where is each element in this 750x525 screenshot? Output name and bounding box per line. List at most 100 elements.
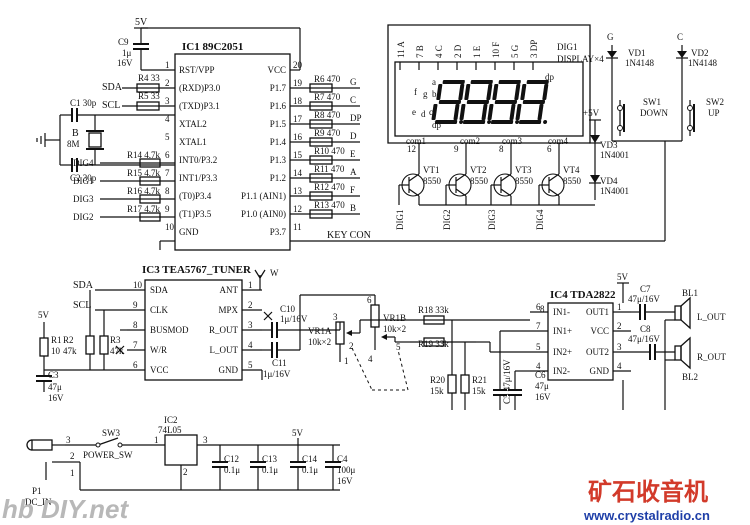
- svg-text:d: d: [421, 109, 426, 119]
- svg-text:47μ/16V: 47μ/16V: [628, 334, 660, 344]
- svg-text:R4 33: R4 33: [138, 73, 160, 83]
- ic1-gnd: [159, 240, 175, 250]
- ic1-pin-number-left: 1: [165, 60, 170, 70]
- svg-text:SDA: SDA: [73, 280, 94, 291]
- ic1-left-pins: RST/VPP1(RXD)P3.02(TXD)P3.13XTAL24XTAL15…: [165, 60, 221, 237]
- svg-text:dp: dp: [545, 72, 555, 82]
- transistor-collector: [455, 188, 467, 197]
- digit-select-resistors: DIG4 DIG1 DIG3 DIG2 R14 4.7k R15 4.7k R1…: [73, 150, 175, 222]
- ic1-pin-number-right: 18: [293, 96, 303, 106]
- svg-text:R20: R20: [430, 375, 446, 385]
- svg-text:DOWN: DOWN: [640, 108, 668, 118]
- svg-text:1N4148: 1N4148: [688, 58, 717, 68]
- segment-g: [466, 100, 490, 104]
- ic1-pin-label-right: P1.1 (AIN1): [241, 191, 286, 201]
- svg-text:5V: 5V: [292, 428, 304, 438]
- ic3-sda-scl: SDA SCL: [73, 280, 127, 311]
- svg-text:SW3: SW3: [102, 428, 121, 438]
- svg-text:L_OUT: L_OUT: [697, 312, 726, 322]
- ic4-pin-number-left: 4: [536, 361, 541, 371]
- display-pin-label: 1 E: [472, 45, 482, 58]
- display-pin-label: 4 C: [434, 45, 444, 58]
- svg-text:R1: R1: [51, 335, 62, 345]
- ic1-pin-label-right: P1.5: [270, 119, 287, 129]
- ic3-pin-number-left: 10: [133, 280, 143, 290]
- svg-text:47μ: 47μ: [535, 381, 549, 391]
- display-pin-label: 7 B: [415, 45, 425, 58]
- segment-resistor: [309, 209, 333, 219]
- segment-b: [486, 84, 493, 100]
- display-pin-label: 11 A: [396, 41, 406, 58]
- svg-text:R18 33k: R18 33k: [418, 305, 449, 315]
- svg-text:VD4: VD4: [600, 176, 618, 186]
- svg-text:SCL: SCL: [73, 300, 91, 311]
- ic1-pin-label-right: P1.6: [270, 101, 287, 111]
- ic1-pin-label-right: P1.0 (AIN0): [241, 209, 286, 219]
- ic1-pin-number-left: 6: [165, 150, 170, 160]
- segment-resistor-label: R13 470: [314, 200, 345, 210]
- capacitor-c9: C9 1μ 16V: [117, 37, 175, 71]
- svg-text:16V: 16V: [117, 58, 133, 68]
- svg-text:1: 1: [154, 435, 159, 445]
- svg-text:47k: 47k: [110, 346, 124, 356]
- svg-text:10: 10: [51, 346, 61, 356]
- cap-voltage: 16V: [337, 476, 353, 486]
- digit-drive-label: DIG1: [395, 210, 405, 231]
- svg-text:C11: C11: [272, 358, 287, 368]
- ic1-pin-number-left: 3: [165, 96, 170, 106]
- seven-segment-digits: [431, 80, 549, 124]
- svg-text:VR1B: VR1B: [383, 313, 406, 323]
- svg-text:R19 33k: R19 33k: [418, 339, 449, 349]
- digit-drive-label: DIG3: [487, 209, 497, 230]
- cap-name: C12: [224, 454, 239, 464]
- transistor-emitter: [455, 173, 467, 182]
- segment-letter-labels: a f g b e d c dp dp: [412, 72, 555, 130]
- segment-resistor-label: R11 470: [314, 164, 345, 174]
- svg-text:B: B: [72, 128, 79, 139]
- svg-text:IC2: IC2: [164, 415, 178, 425]
- ic3-supply-network: 5V R1 10 C3 47μ 16V R2 47k R3 47k: [36, 290, 127, 403]
- ic1-pin-label-right: P1.7: [270, 83, 287, 93]
- display-pin-label: 2 D: [453, 44, 463, 58]
- svg-text:c: c: [429, 107, 433, 117]
- ic1-pin-number-right: 17: [293, 114, 303, 124]
- svg-text:2: 2: [349, 341, 354, 351]
- ic4-pin-number-left: 6: [536, 302, 541, 312]
- ic4-pin-label-right: GND: [590, 366, 610, 376]
- transistor-label: VT3: [515, 165, 532, 175]
- svg-text:C2 30p: C2 30p: [70, 173, 97, 183]
- switch-sw2-up: SW2 UP: [681, 96, 724, 141]
- svg-text:IC3 TEA5767_TUNER: IC3 TEA5767_TUNER: [142, 264, 252, 276]
- display-pin-label: 5 G: [510, 44, 520, 58]
- svg-text:g: g: [423, 89, 428, 99]
- ic1-pin-number-left: 9: [165, 204, 170, 214]
- segment-f: [464, 84, 471, 100]
- ic1-pin-number-right: 12: [293, 204, 302, 214]
- segment-b: [458, 84, 465, 100]
- common-pin-number: 12: [407, 144, 416, 154]
- svg-text:www.crystalradio.cn: www.crystalradio.cn: [583, 508, 710, 523]
- ic1-pin-number-right: 13: [293, 186, 303, 196]
- segment-c: [453, 104, 460, 120]
- segment-c: [509, 104, 516, 120]
- svg-text:3: 3: [333, 312, 338, 322]
- ic1-pin-label-right: VCC: [267, 65, 286, 75]
- ic1-pin-label-right: P1.3: [270, 155, 287, 165]
- svg-text:IC1 89C2051: IC1 89C2051: [182, 41, 243, 53]
- svg-text:SDA: SDA: [102, 82, 123, 93]
- segment-name-label: C: [350, 95, 356, 105]
- segment-resistor-label: R6 470: [314, 74, 341, 84]
- ic4-pin-number-top: 8: [540, 304, 545, 314]
- svg-text:DIG4: DIG4: [73, 158, 94, 168]
- cap-value: 0.1μ: [262, 465, 278, 475]
- svg-text:47μ/16V: 47μ/16V: [628, 294, 660, 304]
- ic1-pin-number-right: 11: [293, 222, 302, 232]
- ic4-pin-number-left: 5: [536, 342, 541, 352]
- svg-text:VD3: VD3: [600, 140, 618, 150]
